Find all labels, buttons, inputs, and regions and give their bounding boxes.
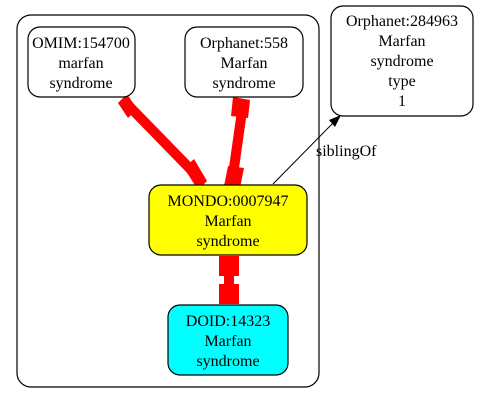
node-label-line: type: [388, 73, 416, 90]
node-box: [167, 304, 289, 376]
node-box: [184, 26, 304, 98]
node-label-line: Marfan: [204, 333, 251, 350]
node-label-line: OMIM:154700: [32, 35, 130, 52]
edge-label-sibling: siblingOf: [316, 143, 377, 160]
node-box: [148, 184, 308, 256]
node-label-line: Orphanet:558: [200, 35, 288, 52]
node-doid-14323[interactable]: DOID:14323 Marfan syndrome: [167, 304, 289, 376]
node-label-line: Marfan: [378, 33, 425, 50]
node-label-line: syndrome: [370, 53, 433, 70]
node-label-line: Marfan: [204, 213, 251, 230]
node-mondo-0007947[interactable]: MONDO:0007947 Marfan syndrome: [148, 184, 308, 256]
node-label-line: Orphanet:284963: [346, 13, 458, 30]
arrowhead-icon: [329, 115, 341, 127]
node-box: [330, 5, 474, 117]
node-label-line: syndrome: [196, 233, 259, 250]
edge-omim-to-mondo: [118, 94, 207, 190]
edge-mondo-to-doid: [219, 256, 239, 304]
node-label-line: 1: [398, 93, 406, 110]
node-omim-154700[interactable]: OMIM:154700 marfan syndrome: [27, 26, 136, 98]
node-label-line: Marfan: [220, 55, 267, 72]
cluster-box: [16, 14, 320, 388]
node-label-line: MONDO:0007947: [168, 193, 289, 210]
node-label-line: syndrome: [212, 75, 275, 92]
node-label-line: syndrome: [196, 353, 259, 370]
node-label-line: syndrome: [49, 75, 112, 92]
edge-orpha558-to-mondo: [224, 97, 250, 188]
node-label-line: DOID:14323: [186, 313, 270, 330]
node-box: [27, 26, 136, 98]
node-orphanet-284963[interactable]: Orphanet:284963 Marfan syndrome type 1: [330, 5, 474, 117]
node-label-line: marfan: [58, 55, 103, 72]
edge-mondo-sibling-orpha284963: [272, 115, 341, 185]
node-orphanet-558[interactable]: Orphanet:558 Marfan syndrome: [184, 26, 304, 98]
